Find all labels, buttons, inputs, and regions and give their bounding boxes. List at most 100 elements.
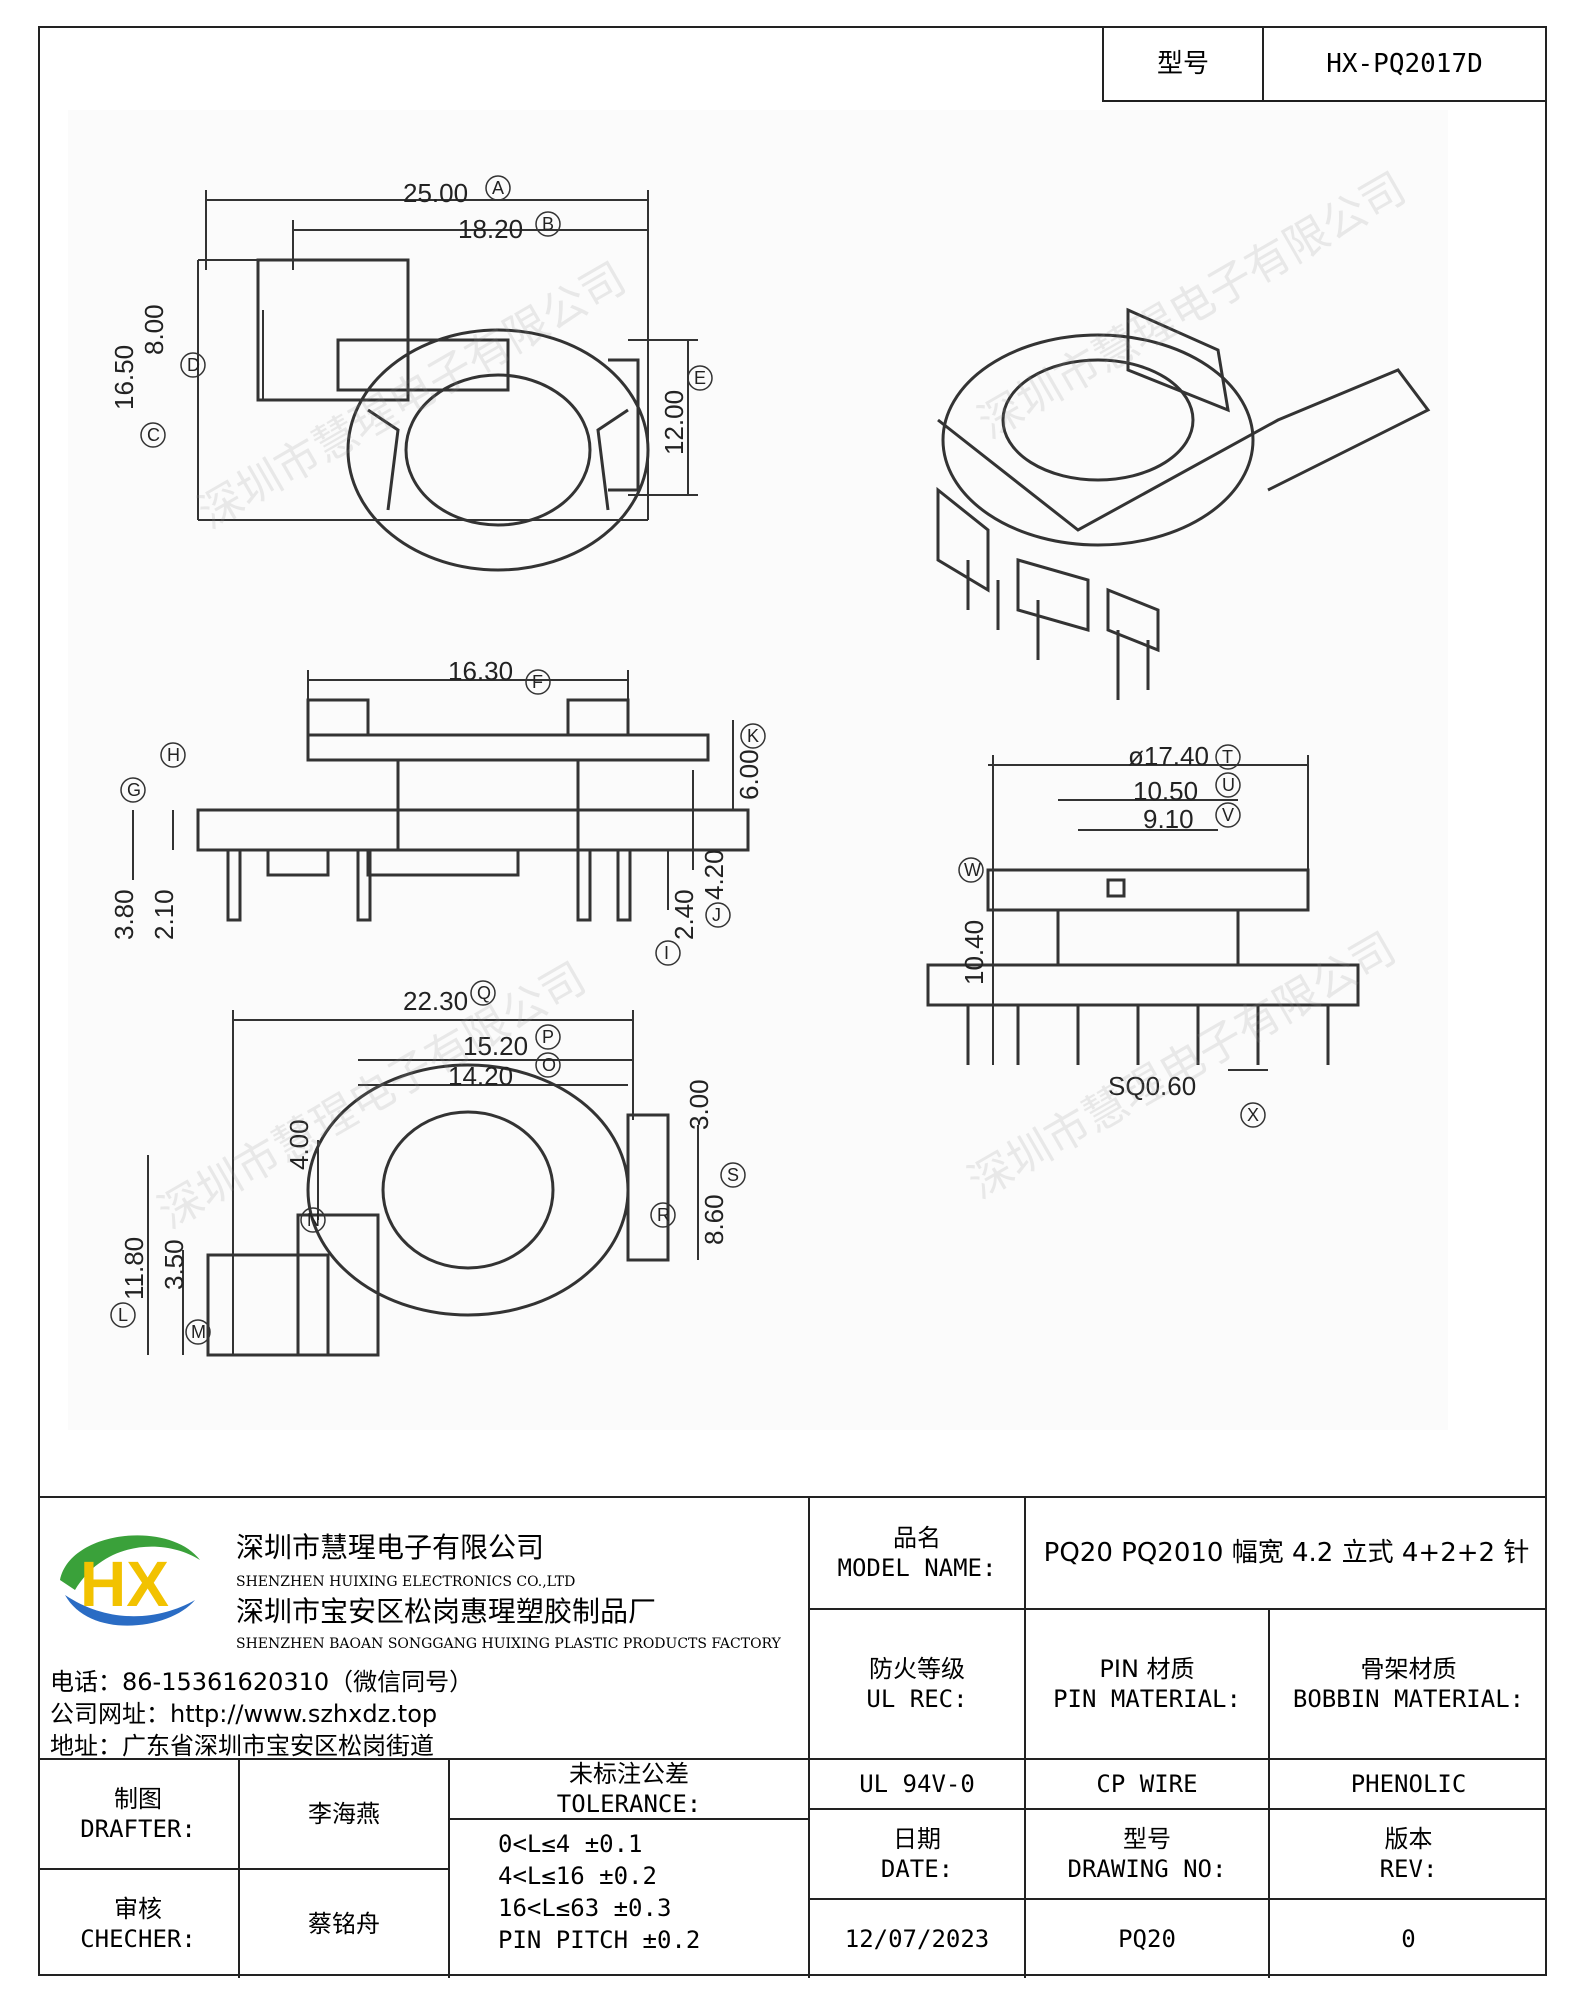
svg-text:F: F [532,672,543,692]
tolerance-line: PIN PITCH ±0.2 [498,1926,701,1954]
svg-text:W: W [964,860,981,880]
rev-value: 0 [1401,1925,1416,1953]
svg-text:S: S [727,1165,739,1185]
dim-text: 25.00 [403,178,468,208]
dim-text: 12.00 [659,390,689,455]
tolerance-line: 16<L≤63 ±0.3 [498,1894,672,1922]
drafter-name: 李海燕 [308,1800,380,1828]
marker-v: V [1215,802,1241,828]
model-header-box: 型号 HX-PQ2017D [1102,26,1547,102]
grid-line [1268,1608,1270,1808]
isometric-view [936,307,1431,700]
dim-text: 4.00 [284,1119,314,1170]
grid-line [808,1898,1547,1900]
marker-k: K [740,723,766,749]
dim-text: 8.60 [699,1194,729,1245]
svg-text:T: T [1222,747,1233,767]
marker-t: T [1215,744,1241,770]
svg-text:L: L [118,1305,128,1325]
marker-x: X [1240,1102,1266,1128]
grid-line [238,1758,240,1978]
grid-line [808,1808,1547,1810]
grid-line [38,1758,1547,1760]
marker-a: A [485,175,511,201]
factory-name-en: SHENZHEN BAOAN SONGGANG HUIXING PLASTIC … [236,1636,781,1652]
side-view [132,670,750,922]
marker-w: W [958,857,984,883]
top-view [197,190,698,572]
bobbin-value: PHENOLIC [1350,1770,1467,1798]
svg-text:R: R [657,1205,670,1225]
dim-text: 3.80 [109,889,139,940]
svg-text:C: C [147,425,160,445]
dim-text: 15.20 [463,1031,528,1061]
svg-text:M: M [191,1322,206,1342]
marker-d: D [180,352,206,378]
phone: 电话：86-15361620310（微信同号） [50,1668,474,1696]
grid-line [448,1758,450,1978]
marker-f: F [525,669,551,695]
dim-text: 9.10 [1143,804,1194,834]
svg-text:X: X [1247,1105,1259,1125]
dim-text: 22.30 [403,986,468,1016]
svg-text:K: K [747,726,759,746]
grid-line [808,1498,810,1978]
tolerance-list: 0<L≤4 ±0.1 4<L≤16 ±0.2 16<L≤63 ±0.3 PIN … [498,1828,798,1976]
company-name-en: SHENZHEN HUIXING ELECTRONICS CO.,LTD [236,1574,576,1590]
marker-l: L [110,1302,136,1328]
marker-q: Q [470,980,496,1006]
technical-drawing: 25.00 18.20 8.00 16.50 12.00 16.30 6.00 … [68,110,1448,1430]
svg-text:U: U [1222,775,1235,795]
model-header-value: HX-PQ2017D [1326,48,1483,79]
svg-text:A: A [492,178,504,198]
svg-text:D: D [187,355,200,375]
svg-text:B: B [542,214,554,234]
drawing-frame [38,26,1547,1976]
date-value: 12/07/2023 [844,1925,990,1953]
grid-line [1024,1498,1026,1978]
grid-line [808,1608,1547,1610]
logo-text: HX [80,1548,169,1620]
website: 公司网址：http://www.szhxdz.top [50,1700,438,1728]
marker-s: S [720,1162,746,1188]
marker-j: J [705,902,731,928]
company-logo: HX [50,1520,210,1635]
drawing-no-value: PQ20 [1118,1925,1176,1953]
marker-m: M [185,1319,211,1345]
bottom-view [147,1010,699,1357]
dim-text: 3.50 [159,1239,189,1290]
front-view [926,755,1360,1071]
drawing-svg: 25.00 18.20 8.00 16.50 12.00 16.30 6.00 … [109,175,1431,1357]
model-name-value: PQ20 PQ2010 幅宽 4.2 立式 4+2+2 针 [1043,1537,1530,1568]
marker-c: C [140,422,166,448]
tolerance-line: 4<L≤16 ±0.2 [498,1862,657,1890]
dim-text: 16.30 [448,656,513,686]
svg-text:E: E [694,368,706,388]
title-block: HX 深圳市慧瑆电子有限公司 SHENZHEN HUIXING ELECTRON… [38,1496,1547,1978]
marker-u: U [1215,772,1241,798]
svg-text:P: P [542,1027,554,1047]
svg-text:H: H [167,745,180,765]
marker-i: I [655,940,681,966]
svg-text:Q: Q [477,983,491,1003]
dim-text: 8.00 [139,304,169,355]
svg-text:G: G [127,780,141,800]
marker-o: O [535,1052,561,1078]
grid-line [1268,1808,1270,1978]
factory-name-cn: 深圳市宝安区松岗惠瑆塑胶制品厂 [236,1595,657,1628]
address: 地址：广东省深圳市宝安区松岗街道 [50,1732,434,1760]
dim-text: 16.50 [109,345,139,410]
dim-text: 10.50 [1133,776,1198,806]
ul-value: UL 94V-0 [859,1770,975,1798]
grid-line [38,1868,448,1870]
dim-text: 3.00 [684,1079,714,1130]
